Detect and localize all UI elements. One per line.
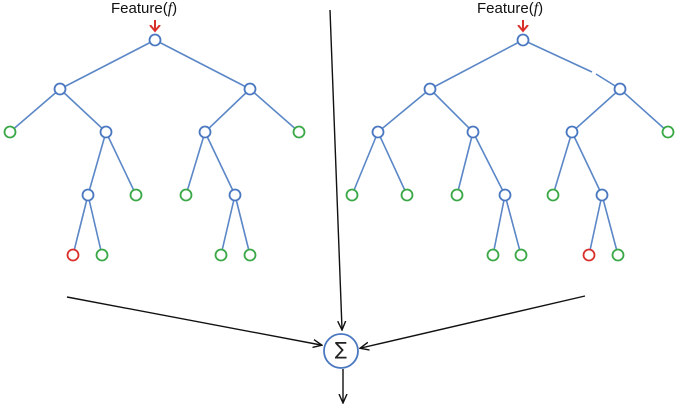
tree-leaf bbox=[400, 188, 414, 202]
tree-leaf bbox=[3, 125, 17, 139]
tree-1 bbox=[3, 20, 306, 262]
tree-node bbox=[243, 82, 257, 96]
tree-leaf bbox=[486, 248, 500, 262]
tree-leaf bbox=[345, 188, 359, 202]
combination-arrows bbox=[66, 9, 586, 402]
tree-leaf bbox=[611, 248, 625, 262]
tree-leaf bbox=[546, 188, 560, 202]
tree-node bbox=[516, 33, 530, 47]
left-arrow bbox=[66, 296, 321, 345]
tree-leaf bbox=[661, 125, 675, 139]
tree-leaf bbox=[214, 248, 228, 262]
tree-leaf bbox=[243, 248, 257, 262]
tree-node bbox=[228, 188, 242, 202]
tree-leaf bbox=[292, 125, 306, 139]
tree-node bbox=[53, 82, 67, 96]
tree-2-feature-label: Feature(f) bbox=[477, 0, 544, 17]
tree-2-nodes bbox=[345, 33, 675, 262]
tree-leaf-selected bbox=[582, 248, 596, 262]
tree-node bbox=[148, 33, 162, 47]
tree-node bbox=[466, 125, 480, 139]
tree-leaf-selected bbox=[66, 248, 80, 262]
tree-node bbox=[595, 188, 609, 202]
summation-node bbox=[323, 333, 359, 369]
tree-1-nodes bbox=[3, 33, 306, 262]
tree-leaf bbox=[95, 248, 109, 262]
tree-leaf bbox=[179, 188, 193, 202]
tree-node bbox=[81, 188, 95, 202]
tree-node bbox=[423, 82, 437, 96]
tree-node bbox=[198, 125, 212, 139]
tree-1-edges bbox=[9, 39, 300, 256]
tree-leaf bbox=[450, 188, 464, 202]
tree-leaf bbox=[514, 248, 528, 262]
tree-node bbox=[498, 188, 512, 202]
right-arrow bbox=[361, 295, 586, 348]
center-arrow bbox=[329, 9, 342, 329]
tree-2 bbox=[345, 20, 675, 262]
summation-symbol: ∑ bbox=[334, 339, 348, 360]
tree-node bbox=[99, 125, 113, 139]
tree-leaf bbox=[129, 188, 143, 202]
tree-node bbox=[371, 125, 385, 139]
tree-node bbox=[613, 82, 627, 96]
tree-node bbox=[565, 125, 579, 139]
tree-1-feature-label: Feature(f) bbox=[111, 0, 178, 17]
tree-2-edges bbox=[351, 39, 669, 256]
